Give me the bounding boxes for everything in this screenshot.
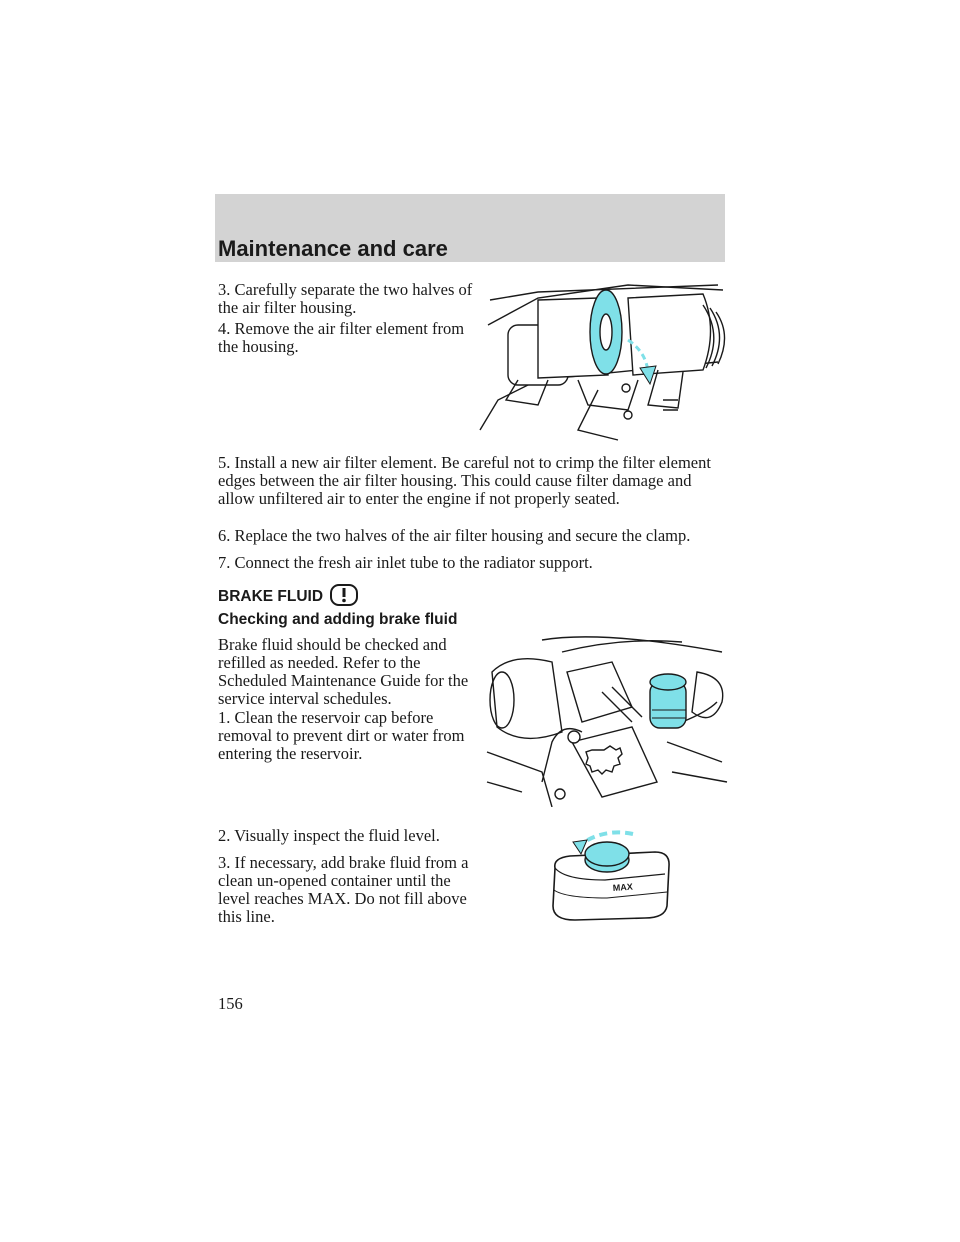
brake-reservoir-illustration: MAX [552,830,670,921]
max-line-label: MAX [612,882,633,893]
section-header-bar [215,194,725,262]
brake-fluid-subheading: Checking and adding brake fluid [218,611,458,628]
page-number: 156 [218,994,243,1013]
engine-compartment-illustration [486,636,728,807]
brake-fluid-heading: BRAKE FLUID [218,583,359,607]
step-6-text: 6. Replace the two halves of the air fil… [218,526,691,545]
step-4-text: 4. Remove the air filter element from th… [218,319,465,356]
air-filter-housing-illustration [479,284,726,441]
step-5-text: 5. Install a new air filter element. Be … [218,453,711,508]
step-3-text: 3. Carefully separate the two halves of … [218,280,473,317]
section-title: Maintenance and care [218,236,448,261]
step-7-text: 7. Connect the fresh air inlet tube to t… [218,553,593,572]
brake-step-3-text: 3. If necessary, add brake fluid from a … [218,853,469,926]
brake-fluid-heading-text: BRAKE FLUID [218,588,324,605]
brake-step-2-text: 2. Visually inspect the fluid level. [218,826,440,845]
warning-icon [330,584,359,606]
brake-step-1-text: 1. Clean the reservoir cap before remova… [218,708,465,763]
brake-intro-text: Brake fluid should be checked and refill… [218,635,469,708]
